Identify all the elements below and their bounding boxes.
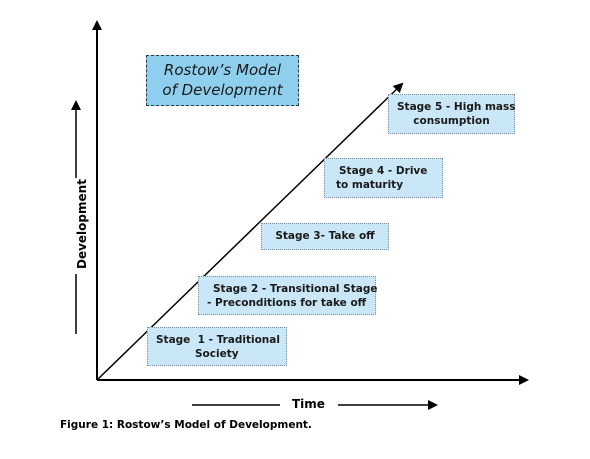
figure-caption: Figure 1: Rostow’s Model of Development. bbox=[60, 419, 312, 431]
x-axis-label: Time bbox=[292, 397, 325, 411]
stage-1-line-1: Stage 1 - Traditional bbox=[156, 334, 280, 346]
y-label-gap bbox=[68, 178, 84, 274]
stage-2-line-2: - Preconditions for take off bbox=[207, 297, 367, 309]
stage-4-line-1: Stage 4 - Drive bbox=[339, 165, 428, 177]
stage-3-box: Stage 3- Take off bbox=[261, 223, 389, 250]
stage-4-line-2: to maturity bbox=[336, 179, 404, 191]
stage-2-box: Stage 2 - Transitional Stage - Precondit… bbox=[198, 276, 378, 315]
stage-5-line-1: Stage 5 - High mass bbox=[397, 101, 516, 113]
stage-5-box: Stage 5 - High mass consumption bbox=[388, 94, 516, 134]
title-box: Rostow’s Model of Development bbox=[146, 55, 299, 106]
stage-5-line-2: consumption bbox=[413, 115, 490, 127]
title-line-1: Rostow’s Model bbox=[163, 61, 282, 79]
title-line-2: of Development bbox=[162, 81, 283, 99]
stage-2-line-1: Stage 2 - Transitional Stage bbox=[213, 283, 378, 295]
stage-1-box: Stage 1 - Traditional Society bbox=[147, 327, 287, 366]
stage-4-box: Stage 4 - Drive to maturity bbox=[324, 158, 443, 198]
stage-3-line-1: Stage 3- Take off bbox=[275, 230, 375, 242]
y-axis-label: Development bbox=[75, 179, 89, 269]
stage-1-line-2: Society bbox=[195, 348, 239, 360]
